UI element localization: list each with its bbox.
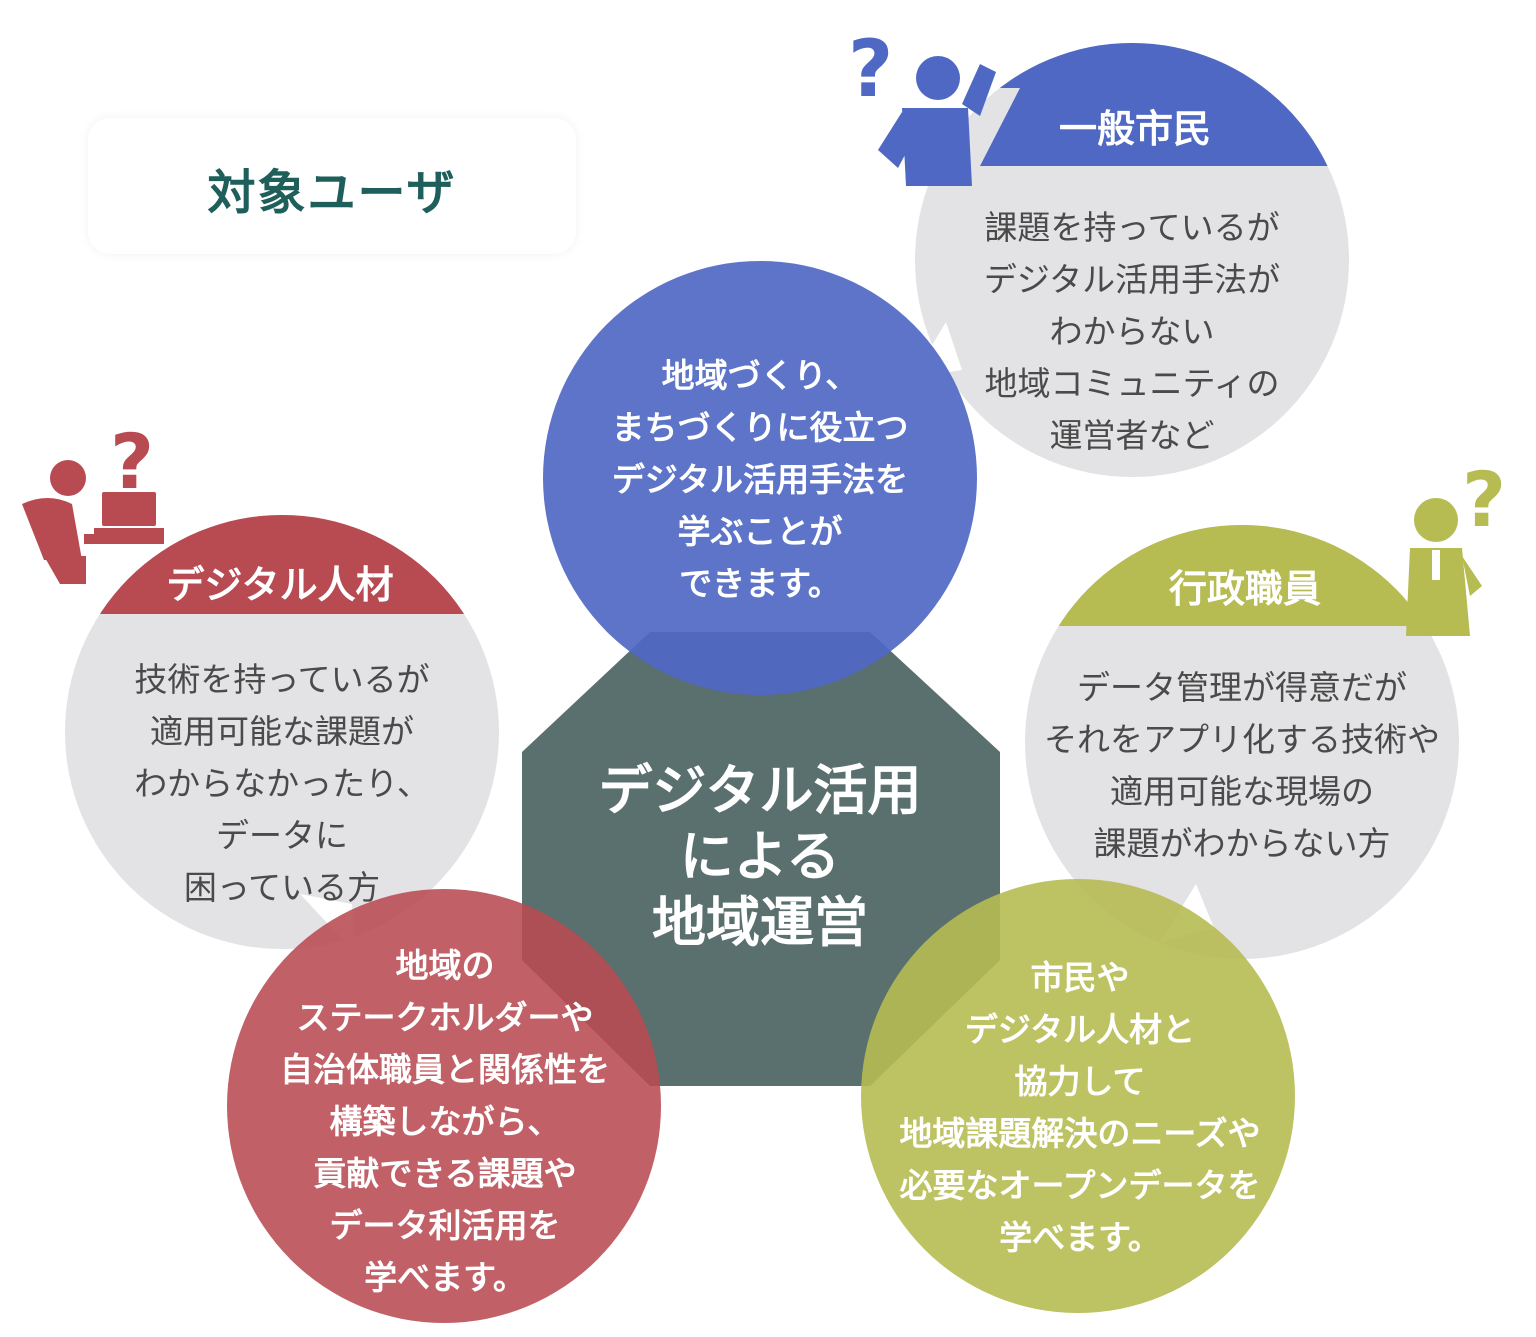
center-title: デジタル活用 による 地域運営 xyxy=(598,759,922,954)
digital-talent-header: デジタル人材 xyxy=(166,563,394,607)
government-staff-benefit: 市民や デジタル人材と 協力して 地域課題解決のニーズや 必要なオープンデータを… xyxy=(899,958,1261,1257)
government-staff-header: 行政職員 xyxy=(1168,567,1321,611)
svg-text:?: ? xyxy=(110,417,154,506)
citizen-benefit-circle xyxy=(543,261,977,695)
citizen-description: 課題を持っているが デジタル活用手法が わからない 地域コミュニティの 運営者な… xyxy=(983,208,1281,455)
citizen-benefit: 地域づくり、 まちづくりに役立つ デジタル活用手法を 学ぶことが できます。 xyxy=(611,356,909,603)
government-staff-description-circle xyxy=(1025,525,1459,959)
digital-talent-benefit: 地域の ステークホルダーや 自治体職員と関係性を 構築しながら、 貢献できる課題… xyxy=(280,946,610,1297)
government-staff-benefit-circle xyxy=(861,879,1295,1313)
businessman-question-icon: ? xyxy=(1406,455,1506,636)
svg-text:?: ? xyxy=(848,25,893,115)
digital-talent-description-circle xyxy=(65,515,499,949)
digital-talent-description: 技術を持っているが 適用可能な課題が わからなかったり、 データに 困っている方 xyxy=(134,660,430,907)
title-box xyxy=(88,118,576,254)
digital-talent-benefit-circle xyxy=(227,889,661,1323)
question-person-icon: ? xyxy=(848,25,996,186)
svg-text:?: ? xyxy=(1462,455,1506,544)
citizen-header: 一般市民 xyxy=(1058,107,1211,151)
laptop-person-icon: ? xyxy=(22,417,164,584)
government-staff-description: データ管理が得意だが それをアプリ化する技術や 適用可能な現場の 課題がわからな… xyxy=(1044,668,1440,863)
page-title: 対象ユーザ xyxy=(207,165,457,221)
center-polygon xyxy=(522,632,1000,1086)
